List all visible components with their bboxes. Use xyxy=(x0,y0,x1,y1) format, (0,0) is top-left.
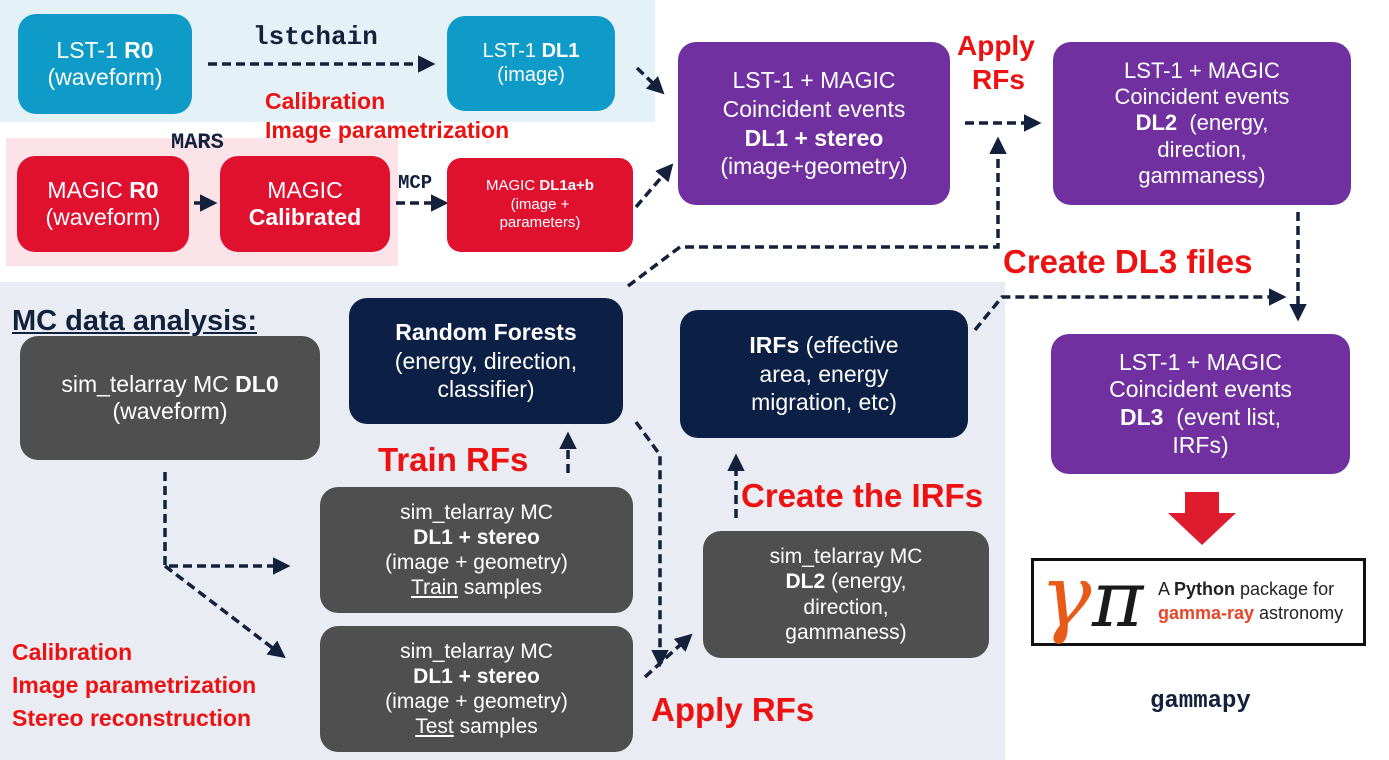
lst-dl1-box: LST-1 DL1 (image) xyxy=(447,16,615,111)
mars-label: MARS xyxy=(171,130,224,155)
arrow-rf-to-apply-mc xyxy=(634,420,669,668)
mc-step-calibration: Calibration xyxy=(12,639,133,665)
apply-rfs-top-line2: RFs xyxy=(972,64,1025,95)
lst-step-parametrization: Image parametrization xyxy=(265,117,510,143)
coincident-dl2-box: LST-1 + MAGIC Coincident events DL2 (ene… xyxy=(1053,42,1351,205)
red-block-down-arrow xyxy=(1168,492,1236,545)
magic-calibrated-box: MAGIC Calibrated xyxy=(220,156,390,252)
mc-dl0-box: sim_telarray MC DL0 (waveform) xyxy=(20,336,320,460)
train-rfs-label: Train RFs xyxy=(378,441,529,478)
lstchain-label: lstchain xyxy=(253,22,378,52)
apply-rfs-top-line1: Apply xyxy=(957,30,1035,61)
arrow-dl0-down xyxy=(163,472,291,575)
arrow-magic-dl1-coinc xyxy=(634,163,674,209)
irfs-box: IRFs (effective area, energy migration, … xyxy=(680,310,968,438)
mc-dl2-box: sim_telarray MC DL2 (energy, direction, … xyxy=(703,531,989,658)
lst-step-calibration: Calibration xyxy=(265,88,386,114)
mc-title: MC data analysis: xyxy=(12,305,257,337)
gammapy-tagline-2: gamma-ray astronomy xyxy=(1158,603,1344,623)
mcp-label: MCP xyxy=(398,172,433,194)
gamma-symbol-icon: γ xyxy=(1040,547,1092,647)
magic-r0-box: MAGIC R0 (waveform) xyxy=(17,156,189,252)
gammapy-logo: γ π A Python package for gamma-ray astro… xyxy=(1031,547,1366,647)
apply-rfs-mc-label: Apply RFs xyxy=(651,691,815,728)
pi-symbol-icon: π xyxy=(1092,555,1144,645)
create-dl3-label: Create DL3 files xyxy=(1003,243,1253,280)
coincident-dl3-box: LST-1 + MAGIC Coincident events DL3 (eve… xyxy=(1051,334,1350,474)
gammapy-name: gammapy xyxy=(1150,688,1251,715)
lst-r0-box: LST-1 R0 (waveform) xyxy=(18,14,192,114)
mc-test-box: sim_telarray MC DL1 + stereo (image + ge… xyxy=(320,626,633,752)
random-forests-box: Random Forests (energy, direction, class… xyxy=(349,298,623,424)
mc-step-stereo: Stereo reconstruction xyxy=(12,705,251,731)
mc-step-parametrization: Image parametrization xyxy=(12,672,257,698)
arrow-test-to-dl2 xyxy=(643,633,693,679)
arrow-irf-to-dl3 xyxy=(973,288,1287,332)
magic-dl1-box: MAGIC DL1a+b (image + parameters) xyxy=(447,158,633,252)
arrow-rf-to-apply xyxy=(626,136,1007,288)
mc-train-box: sim_telarray MC DL1 + stereo (image + ge… xyxy=(320,487,633,613)
create-irfs-label: Create the IRFs xyxy=(741,477,984,514)
arrow-lst-dl1-coinc xyxy=(635,66,665,95)
coincident-dl1-box: LST-1 + MAGIC Coincident events DL1 + st… xyxy=(678,42,950,205)
arrow-dl0-to-test xyxy=(163,564,286,659)
gammapy-tagline-1: A Python package for xyxy=(1158,579,1335,599)
